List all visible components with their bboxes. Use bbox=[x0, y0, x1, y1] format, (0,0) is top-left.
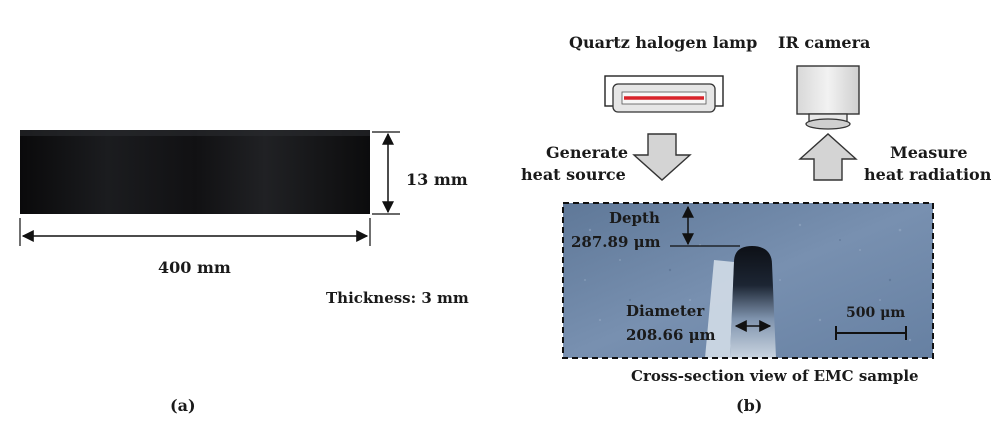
drilled-hole bbox=[730, 246, 776, 358]
height-label: 13 mm bbox=[406, 170, 468, 189]
width-label: 400 mm bbox=[158, 258, 231, 277]
cross-section-micrograph bbox=[562, 202, 934, 359]
emc-sample-highlight bbox=[20, 130, 370, 136]
halogen-lamp-icon bbox=[604, 75, 724, 113]
thickness-label: Thickness: 3 mm bbox=[326, 289, 469, 307]
measure-label-line1: Measure bbox=[890, 143, 968, 162]
measure-label-line2: heat radiation bbox=[864, 165, 992, 184]
diameter-label: Diameter bbox=[626, 302, 705, 320]
depth-label: Depth bbox=[609, 209, 660, 227]
measure-heat-arrow bbox=[798, 133, 858, 181]
diameter-value: 208.66 μm bbox=[626, 326, 716, 344]
panel-b-caption: (b) bbox=[736, 396, 763, 415]
generate-heat-arrow bbox=[632, 133, 692, 181]
generate-label-line2: heat source bbox=[521, 165, 626, 184]
depth-value: 287.89 μm bbox=[571, 233, 661, 251]
panel-b bbox=[562, 65, 934, 359]
ir-camera-icon bbox=[796, 65, 860, 130]
panel-a-caption: (a) bbox=[170, 396, 196, 415]
emc-sample-bar bbox=[20, 130, 370, 214]
lamp-label: Quartz halogen lamp bbox=[569, 33, 758, 52]
panel-a bbox=[19, 130, 400, 246]
scale-bar-label: 500 μm bbox=[846, 305, 906, 321]
camera-label: IR camera bbox=[778, 33, 871, 52]
generate-label-line1: Generate bbox=[546, 143, 629, 162]
section-caption: Cross-section view of EMC sample bbox=[631, 367, 919, 385]
